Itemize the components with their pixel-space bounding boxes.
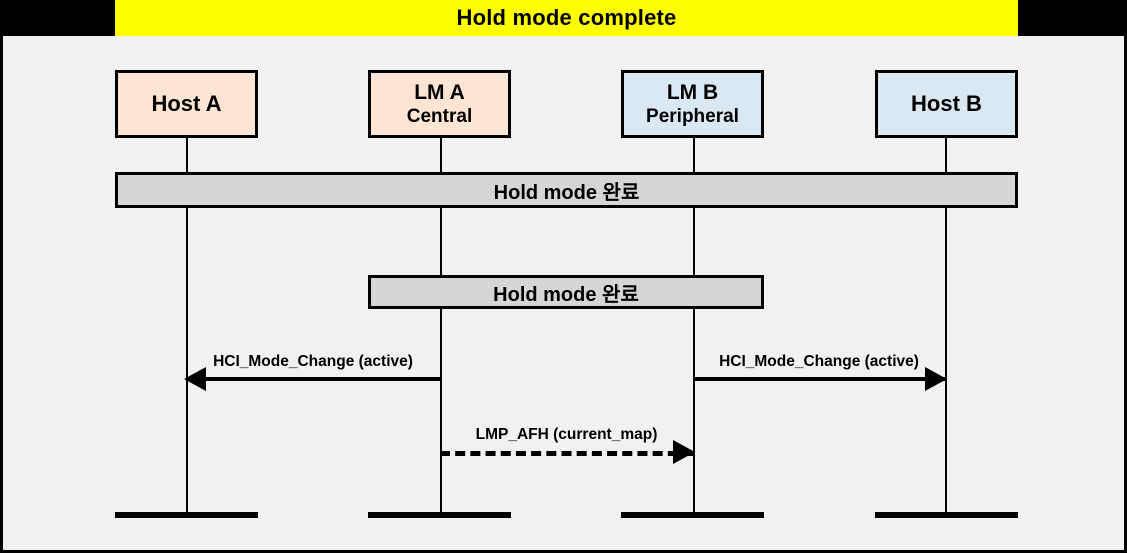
- arrow-head-left-icon: [184, 367, 206, 391]
- page-title: Hold mode complete: [456, 5, 677, 30]
- arrow-head-right-icon: [673, 440, 695, 464]
- message-label: LMP_AFH (current_map): [475, 426, 658, 443]
- state-bar-hold-mode-complete-all[interactable]: Hold mode 완료: [115, 172, 1018, 208]
- message-lmp-afh[interactable]: LMP_AFH (current_map): [440, 426, 695, 468]
- message-hci-mode-change-to-host-a[interactable]: HCI_Mode_Change (active): [184, 353, 440, 395]
- participant-role-lm-a: Central: [406, 106, 473, 128]
- participant-role-lm-b: Peripheral: [646, 106, 739, 128]
- lifeline-lm-b: [693, 138, 695, 518]
- state-bar-hold-mode-complete-lm[interactable]: Hold mode 완료: [368, 275, 764, 309]
- terminator-lm-b: [621, 512, 764, 518]
- participant-label-lm-a: LM A: [414, 80, 465, 104]
- participant-box-host-a[interactable]: Host A: [115, 70, 258, 138]
- message-label: HCI_Mode_Change (active): [719, 353, 919, 370]
- state-bar-label: Hold mode 완료: [493, 181, 640, 204]
- message-line: [693, 377, 945, 381]
- participant-box-lm-b[interactable]: LM B Peripheral: [621, 70, 764, 138]
- state-bar-label: Hold mode 완료: [493, 283, 639, 306]
- terminator-host-b: [875, 512, 1018, 518]
- terminator-host-a: [115, 512, 258, 518]
- message-line-dashed: [440, 451, 693, 456]
- message-hci-mode-change-to-host-b[interactable]: HCI_Mode_Change (active): [693, 353, 947, 395]
- arrow-head-right-icon: [925, 367, 947, 391]
- participant-box-host-b[interactable]: Host B: [875, 70, 1018, 138]
- message-line: [186, 377, 440, 381]
- participant-label-lm-b: LM B: [666, 80, 719, 104]
- lifeline-lm-a: [440, 138, 442, 518]
- diagram-title-banner: Hold mode complete: [115, 0, 1018, 36]
- lifeline-host-a: [186, 138, 188, 518]
- participant-label-host-b: Host B: [911, 90, 982, 116]
- lifeline-host-b: [945, 138, 947, 518]
- participant-label-host-a: Host A: [151, 90, 222, 116]
- participant-box-lm-a[interactable]: LM A Central: [368, 70, 511, 138]
- message-label: HCI_Mode_Change (active): [213, 353, 413, 370]
- terminator-lm-a: [368, 512, 511, 518]
